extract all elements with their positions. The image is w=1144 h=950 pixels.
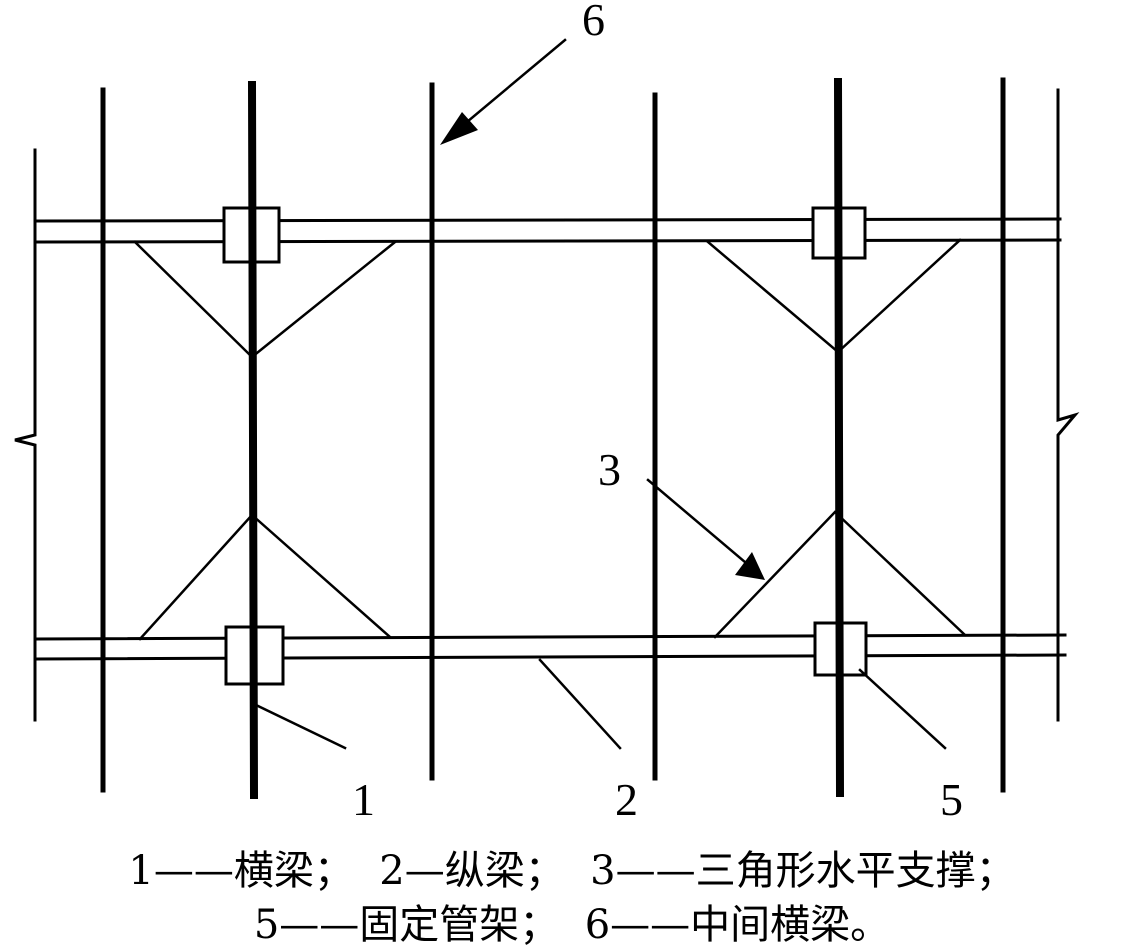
arrow-6-head [440,112,478,145]
top-longitudinal-beam [33,217,1062,244]
label-3: 3 [598,444,621,495]
leader-5 [858,668,947,750]
right-break-line [1056,88,1080,722]
arrow-3-line [646,478,754,570]
leader-1 [254,703,347,750]
label-2: 2 [615,774,638,825]
bottom-longitudinal-beam [33,633,1067,661]
label-1: 1 [352,774,375,825]
arrow-6-line [453,38,567,134]
caption-line-2: 5——固定管架； 6——中间横梁。 [253,902,891,948]
label-6: 6 [582,0,605,45]
arrow-3-head [735,552,765,580]
label-5: 5 [940,774,963,825]
leader-2 [538,658,622,750]
left-break-line [14,148,37,722]
caption-line-1: 1——横梁； 2—纵梁； 3——三角形水平支撑； [128,848,1016,894]
cross-beams [100,77,1006,800]
fixed-pipe-support [222,206,868,686]
